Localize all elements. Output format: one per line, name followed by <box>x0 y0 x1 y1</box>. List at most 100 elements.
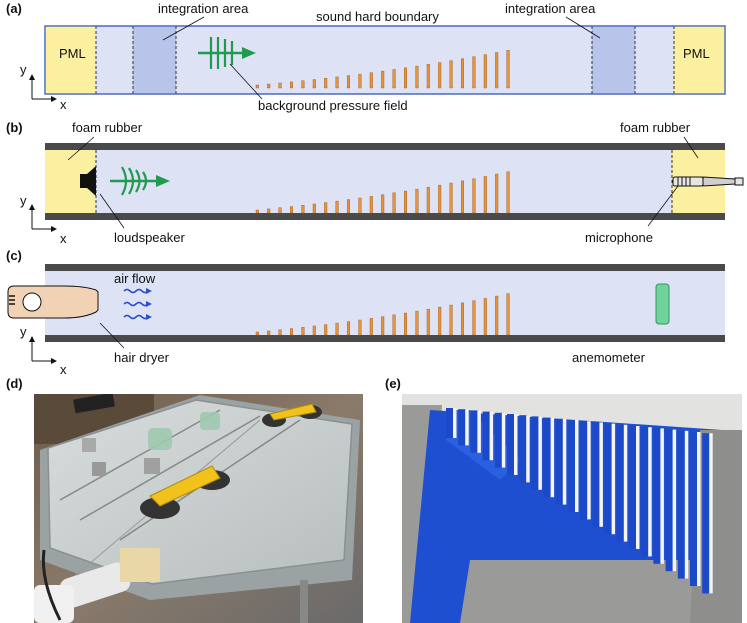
axis-x-b: x <box>60 231 67 246</box>
resonator <box>392 314 396 336</box>
resonator <box>369 72 373 89</box>
resonator <box>267 208 271 214</box>
resonator <box>483 176 487 214</box>
resonator <box>404 190 408 214</box>
integration-area-left-label: integration area <box>158 1 249 16</box>
resonators-a <box>255 50 510 89</box>
resonator <box>404 67 408 89</box>
resonator <box>255 209 259 214</box>
resonator-edge <box>489 411 494 461</box>
resonator-plate <box>470 410 480 453</box>
resonator <box>438 184 442 214</box>
resonator <box>506 293 510 336</box>
hair-dryer-label: hair dryer <box>114 350 170 365</box>
resonator <box>301 80 305 89</box>
microphone-label: microphone <box>585 230 653 245</box>
resonator <box>449 182 453 214</box>
resonator <box>335 76 339 89</box>
resonator <box>267 330 271 336</box>
axis-x-a: x <box>60 97 67 112</box>
resonator-plate <box>507 414 516 475</box>
resonator <box>404 312 408 336</box>
resonator <box>472 178 476 214</box>
resonator-plate <box>592 422 602 527</box>
resonator <box>461 58 465 89</box>
panel-e-tag: (e) <box>385 376 401 391</box>
resonator <box>290 81 294 89</box>
resonator-edge <box>697 432 701 586</box>
resonator-edge <box>709 433 713 594</box>
wall-bottom-c <box>45 335 725 342</box>
pressure-wave-icon <box>110 166 170 196</box>
resonator <box>495 173 499 214</box>
resonator <box>324 78 328 89</box>
foam-left-leader <box>67 136 95 161</box>
resonator-plate <box>519 415 529 483</box>
resonator-edge <box>672 429 677 572</box>
resonator-edge <box>684 430 689 579</box>
background-pressure-field-label: background pressure field <box>258 98 408 113</box>
resonator-plate <box>616 424 626 542</box>
resonator-edge <box>660 428 664 564</box>
resonator-edge <box>611 423 616 535</box>
integration-area-left <box>133 26 176 94</box>
photo-resonator-array <box>402 394 742 623</box>
resonator-edge <box>477 410 481 453</box>
resonator <box>347 321 351 336</box>
air-flow-label: air flow <box>114 271 156 286</box>
resonator-edge <box>587 421 591 520</box>
anemometer-icon <box>655 283 670 325</box>
axis-y-c: y <box>20 324 27 339</box>
resonator-edge <box>526 415 530 483</box>
axes-b <box>29 204 57 232</box>
resonator <box>483 54 487 89</box>
resonator-plate <box>482 411 492 461</box>
resonator <box>347 199 351 214</box>
axis-x-c: x <box>60 362 67 377</box>
resonator-plate <box>629 426 638 549</box>
pml-right-label: PML <box>683 46 710 61</box>
axes-c <box>29 336 57 364</box>
resonator-plate <box>653 428 663 564</box>
axis-y-b: y <box>20 193 27 208</box>
panel-a-domain <box>44 25 726 95</box>
resonator-edge <box>648 427 652 557</box>
axis-y-a: y <box>20 62 27 77</box>
wall-bottom-b <box>45 213 725 220</box>
resonator <box>381 70 385 89</box>
resonator <box>347 75 351 89</box>
resonator <box>335 200 339 214</box>
resonator <box>324 324 328 336</box>
resonator-edge <box>636 426 640 549</box>
resonator <box>255 84 259 89</box>
resonator-plate <box>677 430 687 579</box>
resonator <box>324 202 328 214</box>
resonator <box>335 322 339 336</box>
pml-left-region <box>45 26 96 94</box>
background-field-leader <box>229 63 263 100</box>
loudspeaker-label: loudspeaker <box>114 230 185 245</box>
anemometer-label: anemometer <box>572 350 646 365</box>
resonator-edge <box>550 417 555 498</box>
resonator <box>278 207 282 214</box>
foam-right-leader <box>683 136 699 159</box>
resonator-plate <box>702 433 712 594</box>
pressure-wave-icon <box>198 37 256 69</box>
resonator-edge <box>562 418 567 505</box>
resonator-edge <box>465 409 469 446</box>
resonator <box>392 192 396 214</box>
resonator-edge <box>501 412 506 468</box>
axes-a <box>29 74 57 102</box>
resonator-plate <box>568 420 577 512</box>
resonator <box>381 194 385 214</box>
resonator-plate <box>580 421 590 520</box>
resonator-plate <box>531 416 541 490</box>
resonator-plate <box>641 427 651 557</box>
panel-b-tag: (b) <box>6 120 23 135</box>
loudspeaker-leader <box>99 193 125 229</box>
resonator <box>472 300 476 336</box>
resonator <box>426 64 430 89</box>
resonator-plate <box>690 432 699 586</box>
resonator-edge <box>623 424 628 542</box>
